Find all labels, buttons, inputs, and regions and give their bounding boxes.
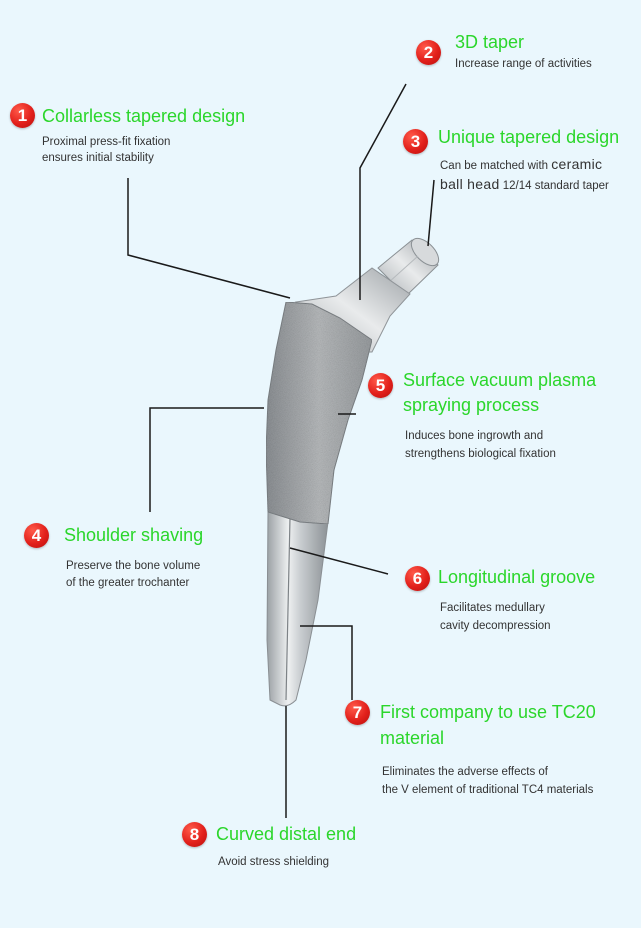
feature-7-title-line-2: material	[380, 728, 445, 748]
feature-4-desc-line-1: Preserve the bone volume	[66, 560, 201, 572]
badge-4: 4	[24, 523, 49, 548]
badge-5: 5	[368, 373, 393, 398]
feature-8-title: Curved distal end	[216, 824, 357, 844]
feature-4-title: Shoulder shaving	[64, 525, 204, 545]
feature-6-desc-line-2: cavity decompression	[440, 620, 551, 632]
leader-line-3	[427, 179, 435, 247]
feature-7-title-line-1: First company to use TC20	[380, 702, 596, 722]
badge-1: 1	[10, 103, 35, 128]
feature-3-desc-1-big: ceramic	[551, 156, 603, 172]
feature-5-desc-line-1: Induces bone ingrowth and	[405, 430, 544, 442]
leader-line-7	[300, 625, 353, 700]
feature-4-desc-line-2: of the greater trochanter	[66, 577, 190, 589]
feature-2-title: 3D taper	[455, 32, 525, 52]
feature-1-desc-line-1: Proximal press-fit fixation	[42, 136, 171, 148]
feature-7-desc-line-1: Eliminates the adverse effects of	[382, 766, 548, 778]
feature-3-desc-2-small: 12/14 standard taper	[499, 180, 609, 192]
feature-5-title-line-2: spraying process	[403, 395, 540, 415]
badge-6: 6	[405, 566, 430, 591]
feature-3-desc-1-small: Can be matched with	[440, 160, 552, 172]
leader-line-4	[149, 407, 264, 512]
badge-3: 3	[403, 129, 428, 154]
badge-7: 7	[345, 700, 370, 725]
leader-line-2	[359, 83, 407, 300]
feature-5-desc-line-2: strengthens biological fixation	[405, 448, 556, 460]
feature-6-desc-line-1: Facilitates medullary	[440, 602, 545, 614]
badge-2: 2	[416, 40, 441, 65]
feature-5-title-line-1: Surface vacuum plasma	[403, 370, 597, 390]
feature-1-desc-line-2: ensures initial stability	[42, 152, 154, 164]
feature-2-desc-line-1: Increase range of activities	[455, 58, 592, 70]
feature-3-desc-line-2: ball head 12/14 standard taper	[440, 176, 609, 194]
leader-lines	[127, 83, 435, 818]
feature-6-title: Longitudinal groove	[438, 567, 596, 587]
feature-1-title: Collarless tapered design	[42, 106, 246, 126]
longitudinal-groove-mark	[285, 517, 291, 701]
feature-8-desc-line-1: Avoid stress shielding	[218, 856, 330, 868]
feature-3-title: Unique tapered design	[438, 127, 620, 147]
feature-3-desc-2-big: ball head	[440, 176, 500, 192]
feature-7-desc-line-2: the V element of traditional TC4 materia…	[382, 784, 594, 796]
feature-3-desc-line-1: Can be matched with ceramic	[440, 156, 602, 174]
badge-8: 8	[182, 822, 207, 847]
stem-distal-body	[266, 511, 329, 707]
leader-line-1	[127, 178, 291, 299]
leader-line-6	[289, 547, 389, 575]
plasma-spray-coating	[265, 301, 373, 525]
